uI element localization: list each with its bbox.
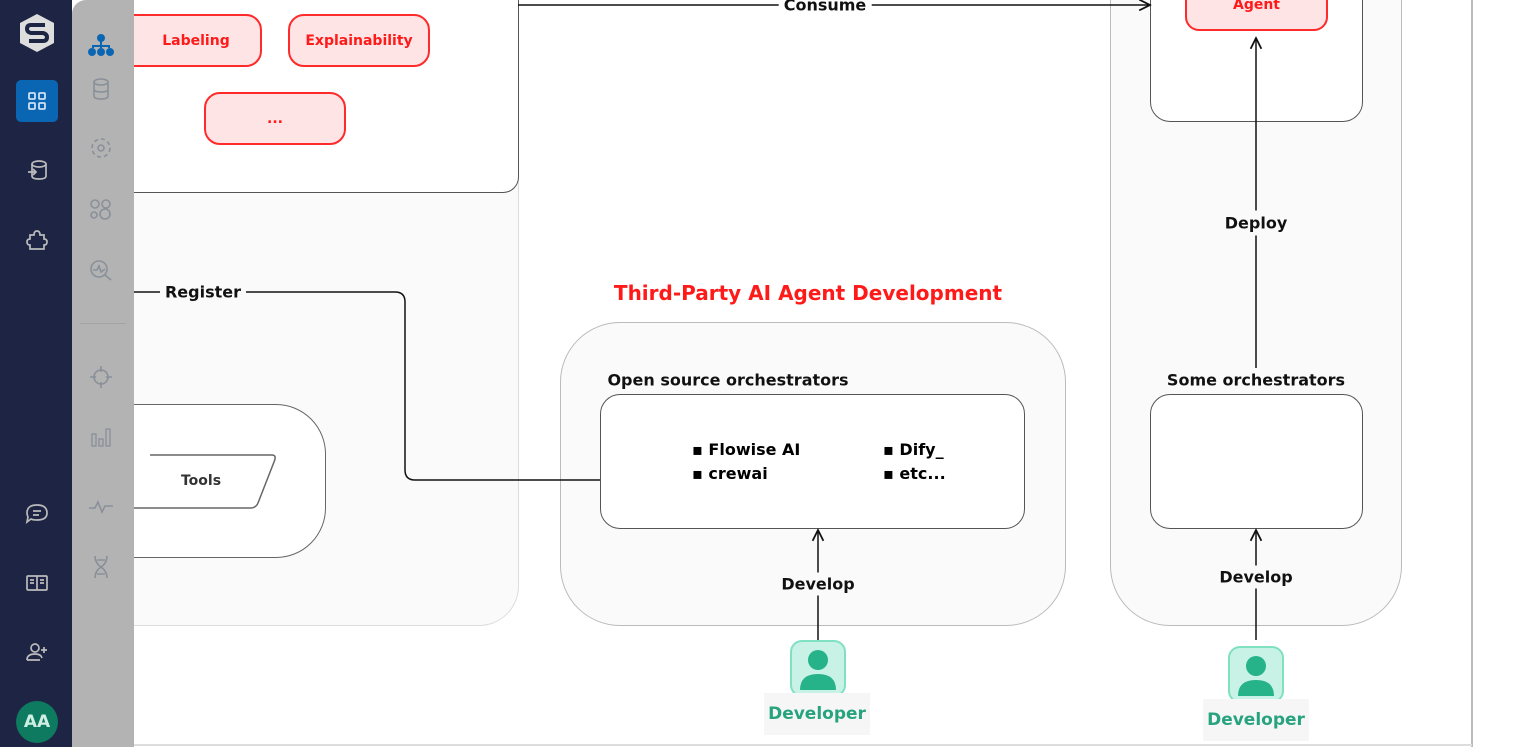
third-party-title: Third-Party AI Agent Development — [613, 281, 1003, 305]
crosshair-icon[interactable] — [89, 365, 113, 389]
orchestrator-list-2: ▪ Dify_ ▪ etc... — [883, 438, 946, 486]
developer-label: Developer — [1203, 699, 1309, 741]
puzzle-icon[interactable] — [26, 229, 48, 251]
list-item: ▪ crewai — [692, 464, 768, 483]
database-import-icon[interactable] — [26, 159, 48, 181]
main-sidebar: AA — [0, 0, 72, 747]
add-user-icon[interactable] — [25, 641, 49, 663]
chat-icon[interactable] — [25, 503, 49, 525]
database-icon[interactable] — [91, 78, 111, 100]
consume-label: Consume — [778, 0, 872, 15]
eye-scan-icon[interactable] — [89, 137, 113, 159]
tools-shape — [133, 454, 276, 509]
orchestrator-list-1: ▪ Flowise AI ▪ crewai — [692, 438, 800, 486]
list-item: ▪ Dify_ — [883, 440, 944, 459]
open-source-title: Open source orchestrators — [607, 370, 849, 390]
circles-icon[interactable] — [89, 198, 113, 220]
chip-more[interactable]: ... — [204, 92, 346, 145]
developer-label: Developer — [764, 693, 870, 735]
developer-icon — [1228, 646, 1284, 703]
dna-icon[interactable] — [92, 555, 110, 579]
pulse-icon[interactable] — [88, 499, 114, 515]
dashboard-grid-icon[interactable] — [16, 80, 58, 122]
chip-explainability[interactable]: Explainability — [288, 14, 430, 67]
develop-label-1: Develop — [777, 572, 859, 596]
open-source-orchestrators-box — [600, 394, 1025, 529]
secondary-sidebar — [72, 0, 134, 747]
list-item: ▪ Flowise AI — [692, 440, 801, 459]
bar-chart-icon[interactable] — [90, 426, 112, 448]
divider — [80, 323, 126, 324]
some-orchestrators-box — [1150, 394, 1363, 529]
list-item: ▪ etc... — [883, 464, 946, 483]
search-chart-icon[interactable] — [89, 259, 113, 281]
develop-label-2: Develop — [1215, 565, 1297, 589]
register-line — [133, 291, 600, 481]
book-icon[interactable] — [25, 573, 49, 593]
register-label: Register — [159, 282, 247, 302]
avatar[interactable]: AA — [16, 701, 58, 743]
hierarchy-icon[interactable] — [87, 33, 115, 57]
logo-icon[interactable] — [17, 12, 57, 54]
deploy-label: Deploy — [1220, 210, 1292, 236]
tools-label: Tools — [180, 473, 222, 489]
developer-icon — [790, 640, 846, 697]
some-orchestrators-title: Some orchestrators — [1163, 370, 1349, 390]
agent-chip[interactable]: Agent — [1185, 0, 1328, 31]
